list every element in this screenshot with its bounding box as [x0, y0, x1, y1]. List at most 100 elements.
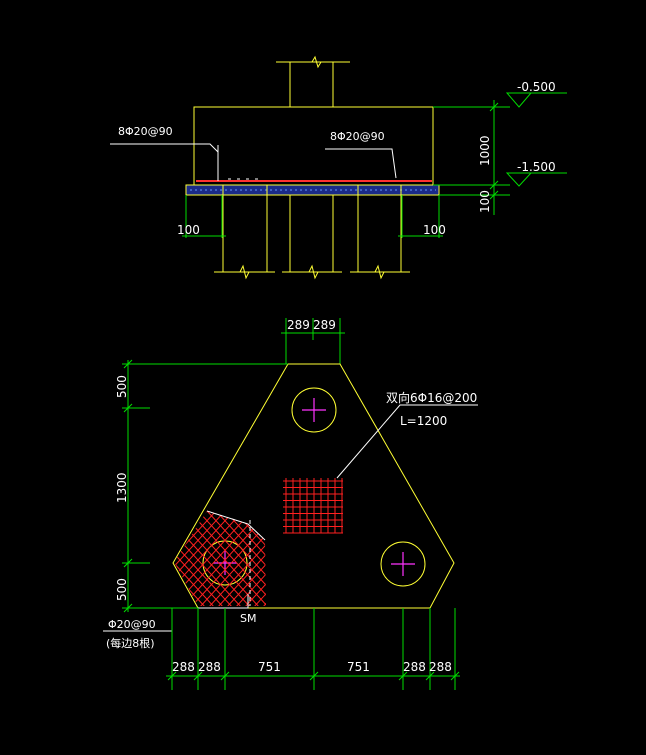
hatch-line-a	[174, 511, 209, 606]
hatch-line-b	[196, 511, 266, 606]
hatch-line-a	[62, 500, 172, 620]
corner-rebar-hatch	[0, 500, 451, 620]
hatch-line-b	[174, 511, 236, 606]
dim-right-100: 100	[423, 223, 446, 237]
dim-tick-l2	[123, 403, 133, 413]
pile-break-right	[350, 264, 410, 280]
hatch-line-b	[174, 511, 266, 606]
dim-tick-l1	[123, 359, 133, 369]
hatch-line-a	[332, 500, 442, 620]
elev-top-triangle	[505, 92, 533, 108]
plan-view: 289 289 SM 双向6Φ16@200 L=1200 Φ20@90 (每边8…	[0, 318, 478, 690]
dim-tick-3	[489, 190, 499, 200]
rebar-label-left: 8Φ20@90	[118, 125, 173, 138]
dim-bottom-751-b: 751	[347, 660, 370, 674]
rebar-label-right: 8Φ20@90	[330, 130, 385, 143]
hatch-line-b	[17, 500, 127, 620]
edge-rebar-label: Φ20@90	[108, 618, 156, 631]
elevation-top: -0.500	[517, 80, 556, 94]
dim-tick-l3	[123, 558, 133, 568]
hatch-line-a	[223, 511, 266, 606]
hatch-line-a	[278, 500, 388, 620]
dim-tick-bottom	[193, 671, 203, 681]
hatch-line-a	[259, 511, 266, 606]
center-rebar-mesh	[283, 478, 343, 534]
leader-rebar-left	[110, 143, 219, 153]
pile-break-middle	[282, 264, 342, 280]
hatch-line-b	[341, 500, 451, 620]
dim-bottom-288-a: 288	[172, 660, 195, 674]
pile-cap-outline	[193, 106, 434, 186]
hatch-line-b	[174, 511, 263, 606]
hatch-line-b	[62, 500, 172, 620]
pile-break-left	[214, 264, 275, 280]
hatch-line-a	[214, 511, 266, 606]
hatch-line-b	[44, 500, 154, 620]
dim-bottom-extensions	[167, 608, 460, 690]
hatch-line-b	[174, 511, 218, 606]
column-outline	[289, 61, 350, 107]
pile-circle-right	[380, 541, 426, 587]
dim-100-bottom: 100	[478, 190, 492, 213]
hatch-line-a	[26, 500, 136, 620]
hatch-line-a	[44, 500, 154, 620]
hatch-line-b	[174, 511, 245, 606]
hatch-line-b	[0, 500, 100, 620]
hatch-line-b	[53, 500, 163, 620]
dim-left-500-bottom: 500	[115, 578, 129, 601]
dim-tick-1	[489, 102, 499, 112]
hatch-line-a	[296, 500, 406, 620]
hatch-line-b	[214, 511, 266, 606]
hatch-line-b	[259, 511, 266, 606]
hatch-line-b	[174, 511, 200, 606]
dim-left-500-top: 500	[115, 375, 129, 398]
hatch-line-b	[296, 500, 406, 620]
hatch-line-b	[278, 500, 388, 620]
hatch-line-a	[250, 511, 266, 606]
leader-note	[336, 404, 478, 479]
dim-tick-bottom	[220, 671, 230, 681]
edge-rebar-note: (每边8根)	[106, 636, 155, 650]
hatch-line-a	[0, 500, 100, 620]
elev-bottom-triangle	[505, 172, 533, 187]
section-view: 8Φ20@90 8Φ20@90 100 100 1000 100 -0.500 …	[110, 55, 567, 280]
dim-top-289-a: 289	[287, 318, 310, 332]
hatch-line-a	[17, 500, 127, 620]
hatch-line-b	[0, 500, 109, 620]
dim-tick-bottom	[425, 671, 435, 681]
dim-tick-l4	[123, 603, 133, 613]
hatch-line-a	[174, 511, 191, 606]
column-break-line	[276, 55, 350, 69]
hatch-line-b	[205, 511, 266, 606]
dim-tick-2	[489, 180, 499, 190]
pile-left	[222, 184, 268, 273]
dim-bottom-288-d: 288	[429, 660, 452, 674]
hatch-line-b	[174, 511, 254, 606]
dim-tick-bottom	[398, 671, 408, 681]
pile-circle-top	[291, 387, 337, 433]
hatch-line-b	[8, 500, 118, 620]
pile-right	[357, 184, 402, 273]
dim-bottom-288-c: 288	[403, 660, 426, 674]
hatch-line-a	[0, 500, 109, 620]
hatch-line-b	[178, 511, 266, 606]
dim-bottom-751-a: 751	[258, 660, 281, 674]
hatch-line-b	[26, 500, 136, 620]
dim-top-289-b: 289	[313, 318, 336, 332]
mesh-note-line2: L=1200	[400, 414, 447, 428]
hatch-line-b	[187, 511, 266, 606]
hatch-boundary	[206, 510, 266, 541]
elevation-bottom: -1.500	[517, 160, 556, 174]
leader-rebar-right	[325, 148, 397, 179]
mesh-note-line1: 双向6Φ16@200	[386, 390, 477, 405]
dim-1000: 1000	[478, 135, 492, 166]
hatch-line-a	[232, 511, 266, 606]
dim-tick-bottom	[167, 671, 177, 681]
hatch-line-b	[174, 511, 266, 606]
hatch-line-b	[323, 500, 433, 620]
hatch-line-b	[332, 500, 442, 620]
hatch-line-a	[323, 500, 433, 620]
hatch-line-b	[250, 511, 266, 606]
hatch-line-b	[174, 511, 182, 606]
dim-tick-bottom	[450, 671, 460, 681]
